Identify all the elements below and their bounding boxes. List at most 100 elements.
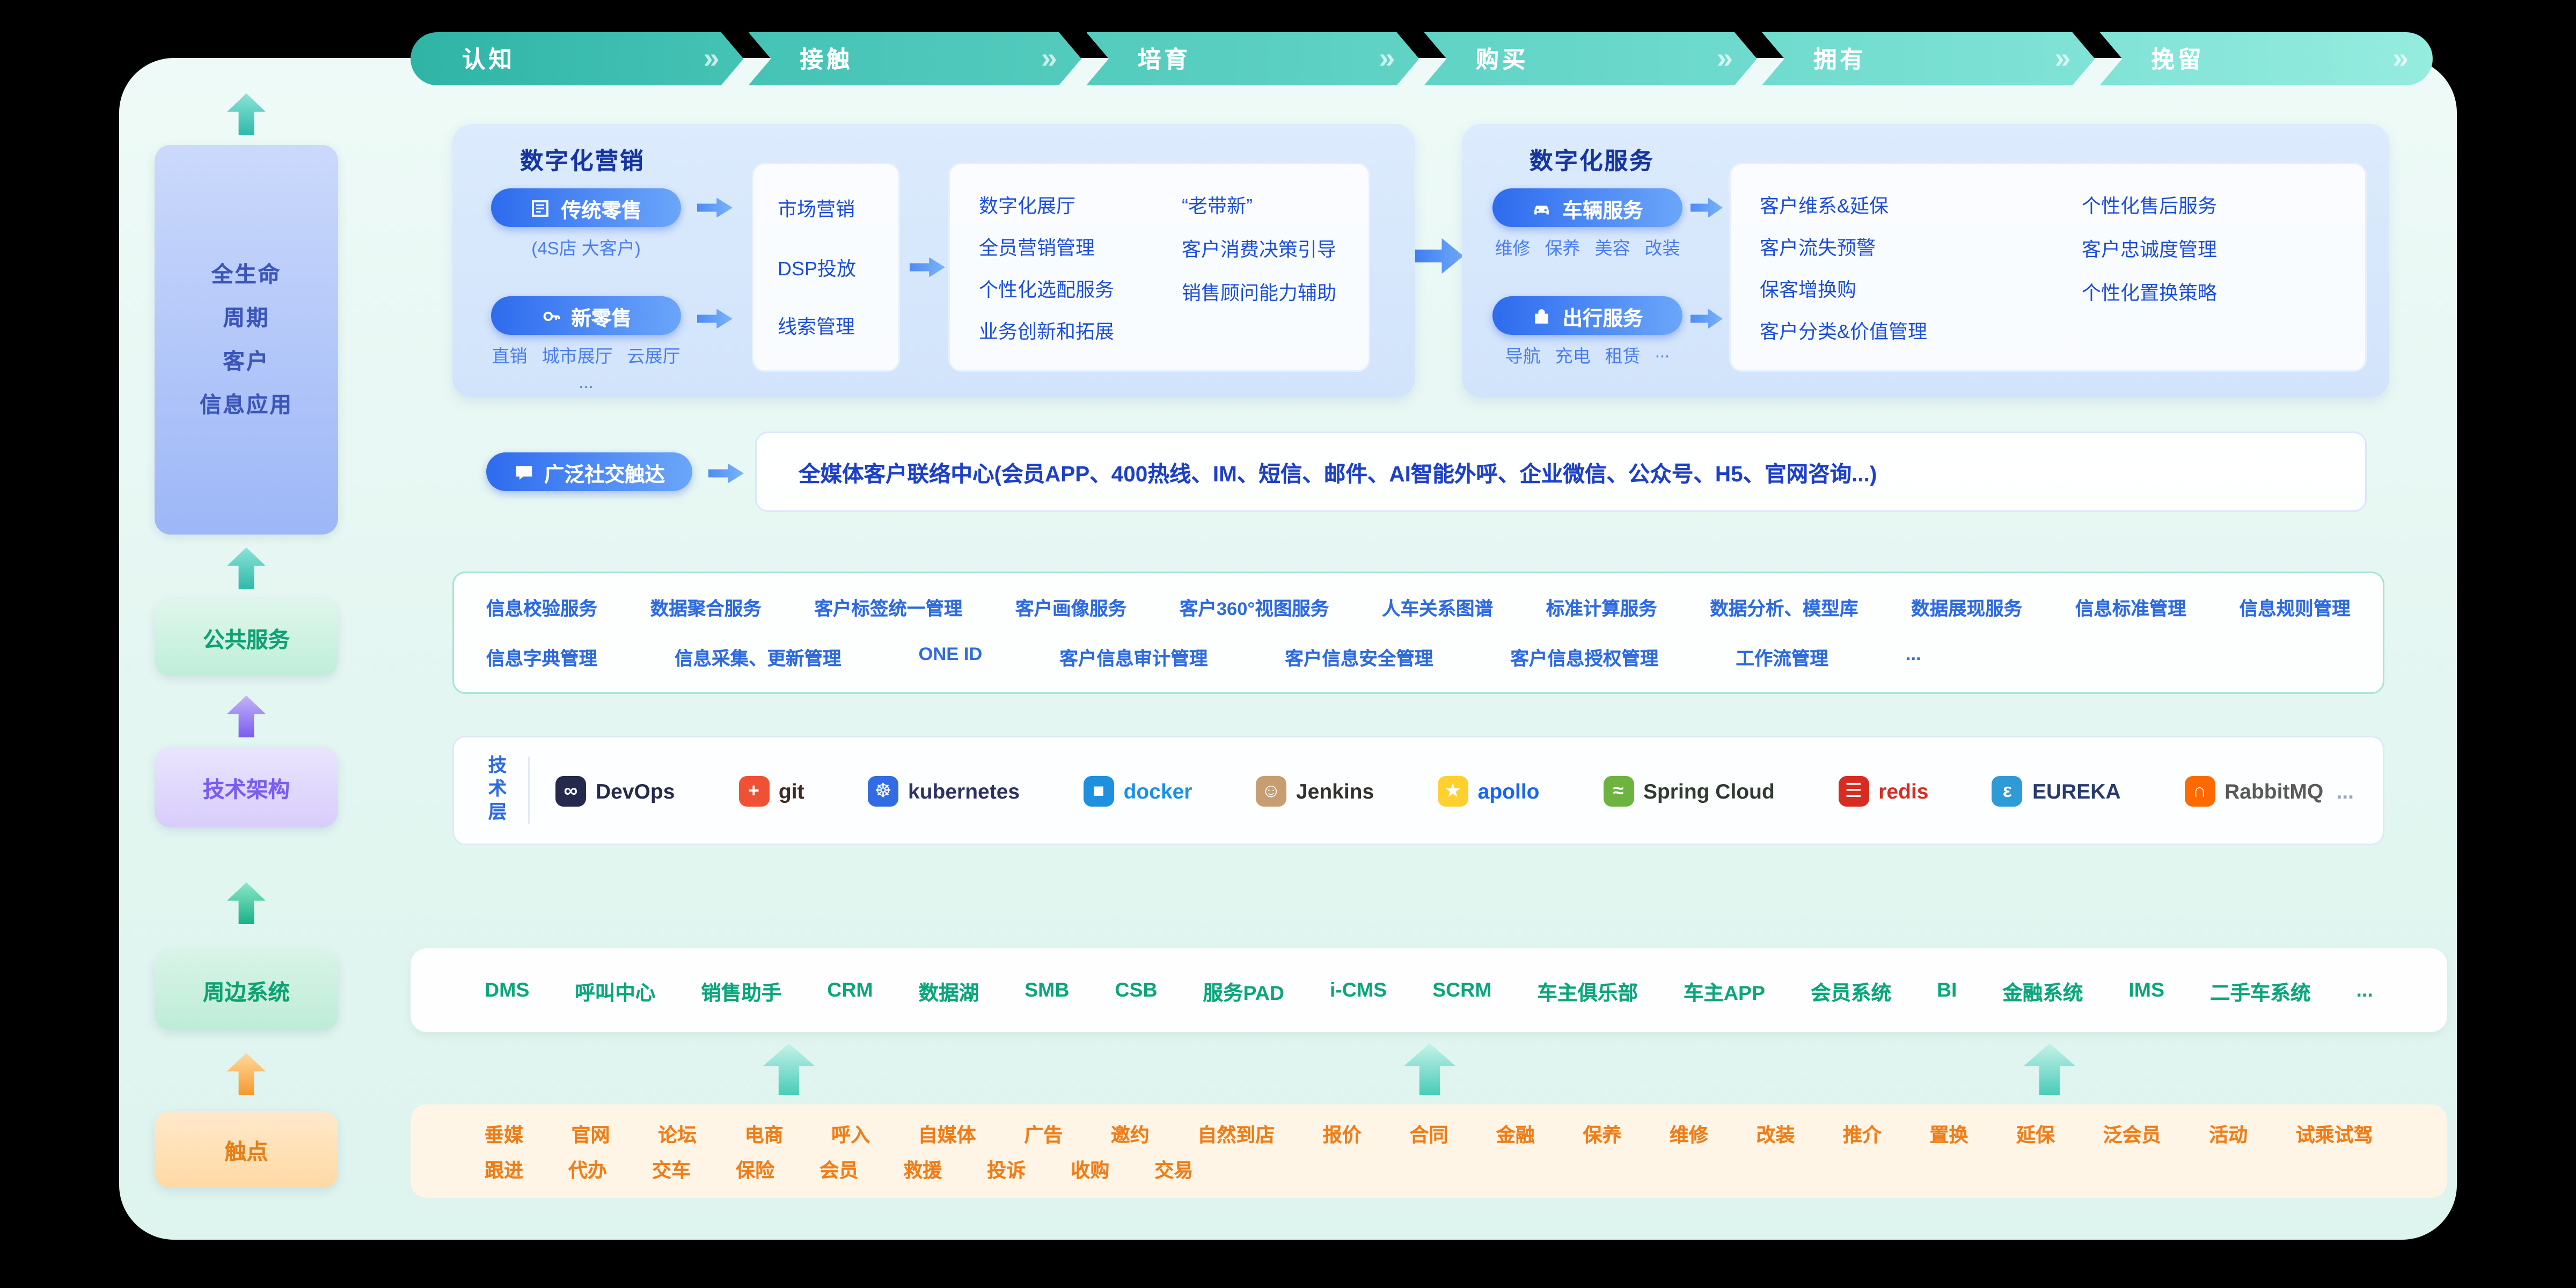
new-retail-subs: 直销城市展厅云展厅... [486, 343, 686, 393]
public-service-item: ONE ID [918, 646, 983, 665]
journey-stage: 培育 » [1086, 32, 1419, 85]
tech-logo-icon: + [738, 775, 769, 806]
public-service-item: 客户360°视图服务 [1179, 601, 1329, 620]
touchpoint-item: 邀约 [1110, 1124, 1150, 1146]
tech-logo-name: DevOps [596, 778, 675, 803]
travel-service-label: 出行服务 [1562, 306, 1643, 330]
system-item: i-CMS [1329, 979, 1387, 1001]
funnel-item: DSP投放 [778, 257, 857, 280]
social-reach-label: 广泛社交触达 [544, 463, 665, 486]
touchpoint-item: 泛会员 [2103, 1124, 2161, 1146]
touchpoints-row1: 垂媒官网论坛电商呼入自媒体广告邀约自然到店报价合同金融保养维修改装推介置换延保泛… [485, 1121, 2373, 1148]
tech-logo: ☰ redis [1838, 775, 1928, 806]
touchpoint-item: 会员 [819, 1159, 859, 1182]
touchpoints-box: 垂媒官网论坛电商呼入自媒体广告邀约自然到店报价合同金融保养维修改装推介置换延保泛… [411, 1104, 2447, 1198]
new-retail-sub-item: 城市展厅 [541, 348, 613, 367]
travel-sub-item: 导航 [1505, 348, 1541, 367]
right-arrow-icon [1690, 309, 1723, 329]
travel-sub-item: ... [1655, 343, 1670, 362]
chevron-right-icon: » [1041, 42, 1056, 74]
right-arrow-icon [910, 257, 945, 277]
system-item: ... [2356, 979, 2373, 1001]
marketing-capabilities-box: 数字化展厅全员营销管理个性化选配服务业务创新和拓展 “老带新”客户消费决策引导销… [948, 163, 1370, 372]
public-service-item: 信息校验服务 [486, 601, 597, 620]
digital-service-panel: 数字化服务 车辆服务 维修保养美容改装 出行服务 导航充电租赁... [1462, 124, 2389, 398]
new-retail-button: 新零售 [491, 296, 681, 335]
tech-logo: ☸ kubernetes [868, 775, 1020, 806]
new-retail-sub-item: ... [579, 374, 594, 393]
car-icon [1535, 204, 1550, 214]
touchpoint-item: 保险 [736, 1159, 775, 1182]
system-item: SCRM [1432, 979, 1492, 1001]
public-service-item: 工作流管理 [1736, 650, 1828, 670]
tech-logo: ∩ RabbitMQ [2184, 775, 2323, 806]
service-capabilities-col2: 个性化售后服务客户忠诚度管理个性化置换策略 [2082, 184, 2217, 351]
capability-item: 客户消费决策引导 [1182, 238, 1337, 261]
new-retail-label: 新零售 [571, 306, 632, 330]
public-service-item: 客户标签统一管理 [814, 601, 963, 620]
divider [528, 757, 530, 824]
public-service-item: 人车关系图谱 [1381, 601, 1493, 620]
touchpoint-item: 交易 [1154, 1159, 1194, 1182]
service-capabilities-box: 客户维系&延保客户流失预警保客增换购客户分类&价值管理 个性化售后服务客户忠诚度… [1729, 163, 2367, 372]
public-service-item: 信息规则管理 [2239, 601, 2351, 620]
touchpoint-item: 论坛 [658, 1124, 697, 1146]
journey-stage-label: 接触 [800, 48, 853, 74]
system-item: 车主APP [1683, 981, 1766, 1004]
travel-sub-item: 租赁 [1605, 348, 1641, 367]
system-item: 服务PAD [1203, 981, 1284, 1004]
tech-logo-icon: ∩ [2184, 775, 2215, 806]
tech-logo-name: git [778, 778, 804, 803]
vehicle-service-subs: 维修保养美容改装 [1495, 235, 1680, 261]
journey-stage-label: 购买 [1475, 48, 1529, 74]
sidebar-lifecycle-label: 全生命 周期 客户 信息应用 [155, 145, 338, 535]
sidebar-public-services-label: 公共服务 [155, 599, 338, 676]
journey-stage: 接触 » [748, 32, 1081, 85]
touchpoint-item: 维修 [1669, 1124, 1708, 1146]
right-arrow-icon [1690, 197, 1723, 218]
public-service-item: 客户信息审计管理 [1059, 650, 1208, 670]
service-capabilities-col1: 客户维系&延保客户流失预警保客增换购客户分类&价值管理 [1760, 184, 2082, 351]
right-arrow-icon [697, 309, 733, 329]
social-reach-button: 广泛社交触达 [486, 452, 692, 491]
public-service-item: 数据分析、模型库 [1710, 601, 1858, 620]
tech-logo-name: redis [1878, 778, 1929, 803]
vehicle-sub-item: 改装 [1644, 240, 1680, 259]
chevron-right-icon: » [703, 42, 718, 74]
tech-logo-name: Jenkins [1296, 778, 1374, 803]
storefront-icon [532, 199, 550, 216]
system-item: 金融系统 [2002, 981, 2083, 1004]
journey-stage: 购买 » [1424, 32, 1757, 85]
omnichannel-contact-center-box: 全媒体客户联络中心(会员APP、400热线、IM、短信、邮件、AI智能外呼、企业… [755, 431, 2367, 512]
sidebar-tech-architecture-label: 技术架构 [155, 747, 338, 828]
capability-item: 全员营销管理 [979, 236, 1095, 259]
touchpoint-item: 报价 [1322, 1124, 1362, 1146]
system-item: SMB [1024, 979, 1070, 1001]
tech-logo-icon: ☸ [868, 775, 898, 806]
capability-item: 个性化置换策略 [2082, 282, 2218, 304]
funnel-item: 市场营销 [778, 198, 855, 221]
tech-logo-icon: ☺ [1255, 775, 1286, 806]
tech-logo-icon: ■ [1083, 775, 1114, 806]
journey-stage: 拥有 » [1762, 32, 2095, 85]
touchpoint-item: 自然到店 [1197, 1124, 1275, 1146]
journey-stage-label: 认知 [462, 48, 515, 74]
service-channel-column: 车辆服务 维修保养美容改装 出行服务 导航充电租赁... [1481, 188, 1694, 369]
digital-marketing-title: 数字化营销 [520, 150, 645, 175]
tech-logo: ε EUREKA [1992, 775, 2121, 806]
public-service-item: 客户信息授权管理 [1510, 650, 1659, 670]
travel-sub-item: 充电 [1555, 348, 1591, 367]
public-service-item: 信息采集、更新管理 [675, 650, 841, 670]
travel-service-subs: 导航充电租赁... [1505, 343, 1670, 369]
digital-service-title: 数字化服务 [1529, 150, 1655, 175]
bag-icon [1535, 308, 1549, 323]
touchpoint-item: 保养 [1583, 1124, 1622, 1146]
tech-logo: ∞ DevOps [555, 775, 675, 806]
digital-marketing-panel: 数字化营销 传统零售 (4S店 大客户) 新零售 直销城市展厅云展厅... [452, 124, 1415, 398]
journey-stage: 挽留 » [2099, 32, 2433, 85]
touchpoint-item: 救援 [903, 1159, 942, 1182]
touchpoint-item: 置换 [1929, 1124, 1968, 1146]
tech-logo-name: docker [1123, 778, 1192, 803]
